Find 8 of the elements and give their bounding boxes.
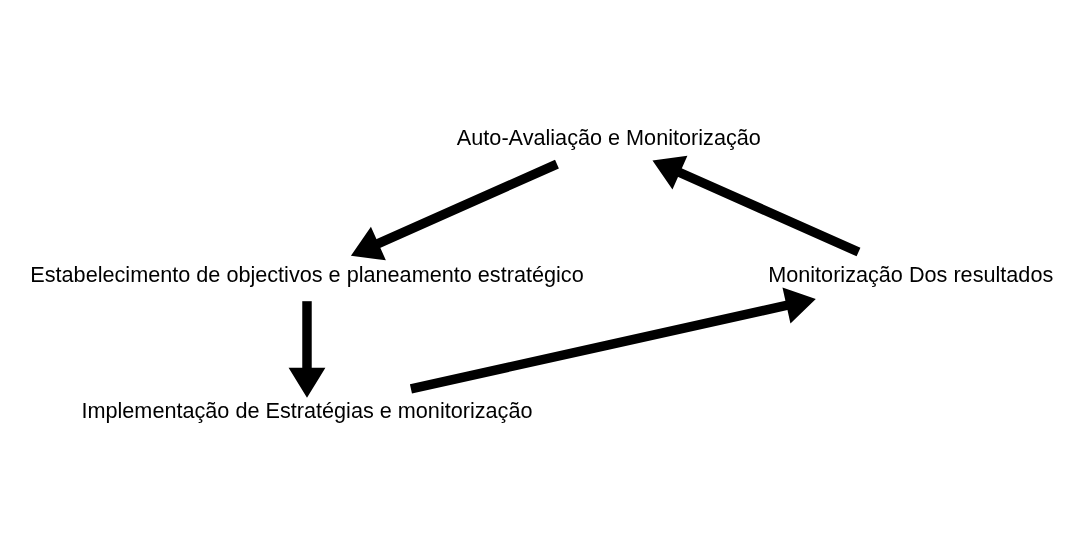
node-text: Estabelecimento de objectivos e planeamento estratégico — [30, 261, 584, 287]
node-text: Monitorização Dos resultados — [768, 261, 1054, 287]
arrow — [350, 159, 559, 260]
arrow — [652, 155, 861, 256]
node-text: Auto-Avaliação e Monitorização — [456, 124, 761, 150]
arrow — [409, 286, 816, 393]
arrow — [288, 300, 326, 398]
node-text: Implementação de Estratégias e monitorização — [81, 397, 533, 423]
